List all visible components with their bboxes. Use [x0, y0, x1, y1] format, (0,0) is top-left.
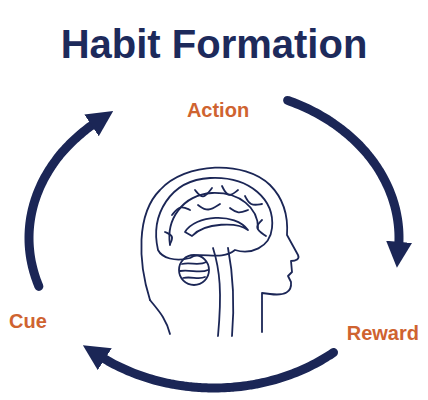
- brain-gyrus: [198, 204, 220, 210]
- neck-outline: [150, 300, 170, 334]
- cerebellum: [179, 255, 209, 285]
- stage-name: Action: [187, 98, 249, 122]
- brainstem: [213, 248, 233, 336]
- cycle-arrow: [98, 352, 333, 388]
- brain-gyrus: [257, 220, 266, 236]
- brain-gyrus: [222, 186, 238, 195]
- brain-gyrus: [172, 207, 190, 215]
- brain-gyrus: [230, 208, 248, 212]
- cycle-arrow: [29, 121, 98, 286]
- stage-name: Cue: [9, 309, 47, 333]
- cycle-arrow: [288, 100, 399, 249]
- stage-name: Reward: [347, 321, 419, 345]
- brain-gyrus: [165, 232, 172, 244]
- brain-gyrus: [245, 196, 262, 205]
- stage-label: Cue: [6, 307, 50, 335]
- stage-label: Action: [184, 96, 252, 124]
- stage-label: Reward: [344, 319, 422, 347]
- diagram-title: Habit Formation: [0, 20, 428, 68]
- brain-outline: [156, 178, 272, 260]
- brain-inner: [169, 193, 258, 245]
- brain-gyrus: [195, 188, 212, 196]
- cerebellum-folds: [180, 262, 208, 278]
- corpus-callosum: [185, 218, 248, 236]
